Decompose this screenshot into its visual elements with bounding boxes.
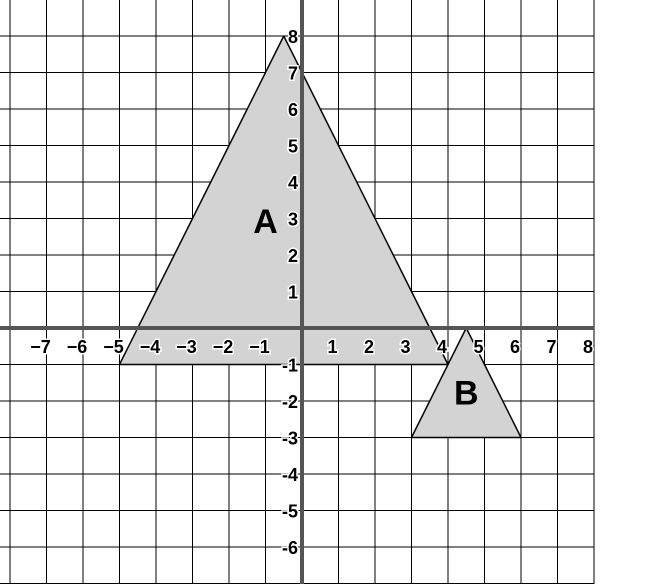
y-tick-label: 8 <box>288 27 298 47</box>
x-tick-label: 6 <box>510 337 520 357</box>
x-tick-label: 7 <box>546 337 556 357</box>
x-tick-label: 2 <box>364 337 374 357</box>
triangle-label-b: B <box>454 375 479 413</box>
axes <box>0 0 594 584</box>
y-tick-label: -2 <box>282 392 298 412</box>
x-tick-label: 4 <box>437 337 447 357</box>
y-tick-label: -6 <box>282 538 298 558</box>
y-tick-label: 4 <box>288 173 298 193</box>
x-tick-label: −4 <box>140 337 161 357</box>
y-tick-label: 7 <box>288 64 298 84</box>
x-tick-label: −7 <box>30 337 51 357</box>
y-tick-label: -4 <box>282 465 298 485</box>
tick-labels: −7 −6 −5 −4 −3 −2 −1 1 2 3 4 5 6 7 8 8 7 6 5 4 3 2 1 -1 -2 -3 -4 -5… <box>29 26 595 560</box>
triangle-labels: AB <box>253 203 478 413</box>
x-tick-label: 8 <box>583 337 593 357</box>
y-tick-label: -5 <box>282 502 298 522</box>
y-tick-label: 5 <box>288 137 298 157</box>
x-tick-label: −5 <box>103 337 124 357</box>
y-tick-label: 6 <box>288 100 298 120</box>
x-tick-label: −6 <box>67 337 88 357</box>
x-tick-label: −3 <box>176 337 197 357</box>
triangles <box>118 35 522 439</box>
y-tick-label: 2 <box>288 246 298 266</box>
y-tick-label: 1 <box>288 283 298 303</box>
x-tick-label: 1 <box>327 337 337 357</box>
x-tick-label: 3 <box>400 337 410 357</box>
y-tick-label: -1 <box>282 356 298 376</box>
triangle-label-a: A <box>253 203 278 241</box>
triangle-a <box>118 35 449 366</box>
y-tick-label: -3 <box>282 429 298 449</box>
x-tick-label: 5 <box>473 337 483 357</box>
x-tick-label: −1 <box>249 337 270 357</box>
y-tick-label: 3 <box>288 210 298 230</box>
x-tick-label: −2 <box>213 337 234 357</box>
triangle-b <box>410 327 522 439</box>
